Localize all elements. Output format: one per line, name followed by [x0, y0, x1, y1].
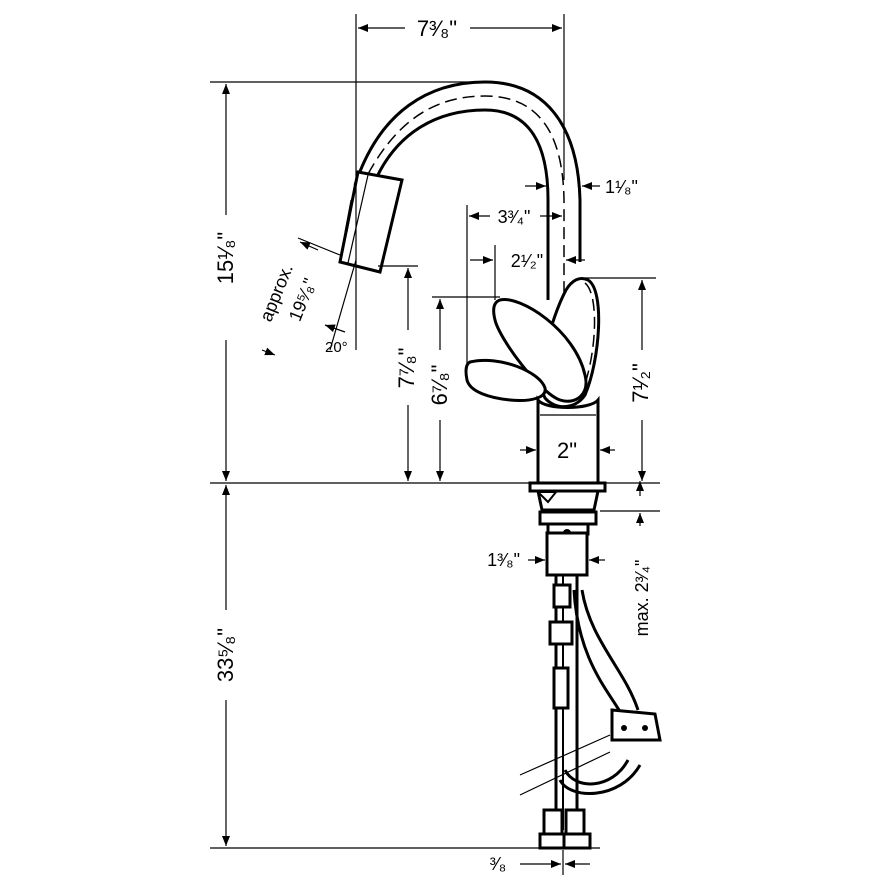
dim-handle-reach-inner: 2¹⁄₂": [470, 245, 585, 300]
label-top-width: 7³⁄₈": [417, 16, 457, 41]
dim-outlet-height: 7⁷⁄₈": [378, 265, 419, 481]
label-shank-diameter: 1³⁄₈": [487, 550, 520, 570]
supply-hoses: [519, 575, 662, 850]
label-below-deck: 33⁵⁄₈": [213, 628, 238, 682]
faucet-body: [464, 276, 607, 577]
label-outlet-height: 7⁷⁄₈": [394, 348, 419, 389]
label-handle-reach-inner: 2¹⁄₂": [511, 251, 543, 271]
dim-max-deck: max. 2³⁄₄": [600, 481, 660, 636]
label-handle-height: 6⁷⁄₈": [427, 365, 452, 406]
dim-total-height: 15¹⁄₈": [210, 81, 480, 481]
dim-spout-gap: 1¹⁄₈": [525, 177, 638, 197]
label-spout-side-height: 7¹⁄₂": [628, 363, 653, 403]
label-hose-spacing: ³⁄₈: [490, 854, 506, 874]
dim-base-diameter: 2": [520, 438, 615, 463]
label-base-diameter: 2": [557, 438, 577, 463]
dim-shank-diameter: 1³⁄₈": [487, 550, 605, 570]
dim-top-width: 7³⁄₈": [355, 14, 565, 350]
label-total-height: 15¹⁄₈": [213, 232, 238, 284]
label-spout-gap: 1¹⁄₈": [605, 177, 638, 197]
dim-hose-spacing: ³⁄₈: [490, 850, 590, 875]
dim-handle-height: 6⁷⁄₈": [427, 296, 500, 481]
dim-spout-side-height: 7¹⁄₂": [585, 277, 656, 481]
label-handle-reach-outer: 3³⁄₄": [498, 207, 531, 227]
label-angle: 20°: [325, 339, 348, 356]
dim-handle-reach-outer: 3³⁄₄": [466, 205, 562, 370]
dim-below-deck: 33⁵⁄₈": [213, 485, 238, 846]
label-max-deck: max. 2³⁄₄": [632, 560, 652, 637]
